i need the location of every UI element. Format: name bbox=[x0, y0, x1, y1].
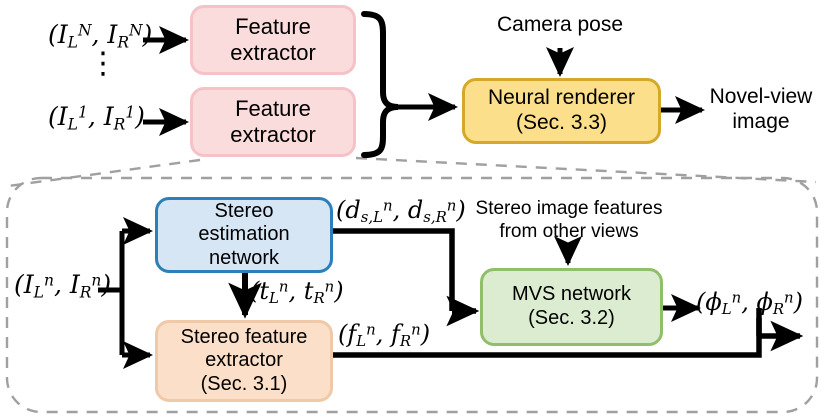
stereo-feature-extractor-line-1: Stereo feature bbox=[180, 325, 308, 348]
zoom-connector-left bbox=[7, 158, 201, 188]
feature-extractor-n-line-2: extractor bbox=[230, 40, 316, 65]
feature-math-label: (fLn, fRn) bbox=[338, 320, 431, 351]
ellipsis-glyph: ⋮ bbox=[88, 46, 118, 81]
zoom-connector-right bbox=[355, 156, 817, 184]
transform-math-label: (tLn, tRn) bbox=[250, 277, 344, 308]
neural-renderer-box[interactable]: Neural renderer (Sec. 3.3) bbox=[462, 78, 661, 144]
novel-view-image-label: Novel-view image bbox=[700, 84, 822, 134]
feature-extractor-1-line-1: Feature bbox=[235, 96, 311, 122]
detail-panel-border bbox=[5, 176, 819, 414]
stereo-estimation-line-2: estimation bbox=[198, 223, 290, 246]
feature-extractor-n-line-1: Feature bbox=[235, 14, 311, 40]
feature-extractor-1-box[interactable]: Feature extractor bbox=[190, 87, 356, 157]
input-1-math-label: (IL1, IR1) bbox=[48, 102, 145, 134]
stereo-estimation-network-box[interactable]: Stereo estimation network bbox=[155, 197, 333, 273]
neural-renderer-line-1: Neural renderer bbox=[487, 86, 636, 110]
stereo-image-features-label: Stereo image features from other views bbox=[448, 198, 690, 244]
novel-view-line-1: Novel-view bbox=[709, 85, 813, 108]
novel-view-line-2: image bbox=[732, 110, 790, 134]
stereo-estimation-line-3: network bbox=[208, 246, 280, 269]
vertical-ellipsis: ⋮ bbox=[88, 49, 118, 79]
stereo-feature-extractor-box[interactable]: Stereo feature extractor (Sec. 3.1) bbox=[155, 320, 333, 402]
neural-renderer-line-2: (Sec. 3.3) bbox=[515, 111, 608, 134]
wire-disparity-to-mvs bbox=[333, 228, 455, 311]
feature-extractor-1-line-2: extractor bbox=[230, 122, 316, 147]
mvs-network-line-1: MVS network bbox=[512, 283, 631, 306]
input-n-math-label: (ILN, IRN) bbox=[48, 20, 153, 52]
stereo-feature-extractor-line-2: extractor bbox=[205, 349, 283, 372]
camera-pose-label: Camera pose bbox=[496, 13, 624, 36]
mvs-network-box[interactable]: MVS network (Sec. 3.2) bbox=[480, 268, 663, 346]
stereo-image-features-line-2: from other views bbox=[499, 220, 639, 242]
brace-feature-outputs bbox=[361, 11, 399, 158]
disparity-math-label: (ds,Ln, ds,Rn) bbox=[336, 196, 466, 227]
detail-input-math-label: (ILn, IRn) bbox=[14, 270, 112, 302]
stereo-image-features-line-1: Stereo image features bbox=[475, 198, 663, 219]
stereo-feature-extractor-line-3: (Sec. 3.1) bbox=[200, 372, 288, 395]
feature-extractor-n-box[interactable]: Feature extractor bbox=[190, 5, 356, 75]
phi-output-math-label: (ϕLn, ϕRn) bbox=[696, 288, 804, 319]
mvs-network-line-2: (Sec. 3.2) bbox=[528, 307, 615, 329]
stereo-estimation-line-1: Stereo bbox=[214, 199, 274, 222]
